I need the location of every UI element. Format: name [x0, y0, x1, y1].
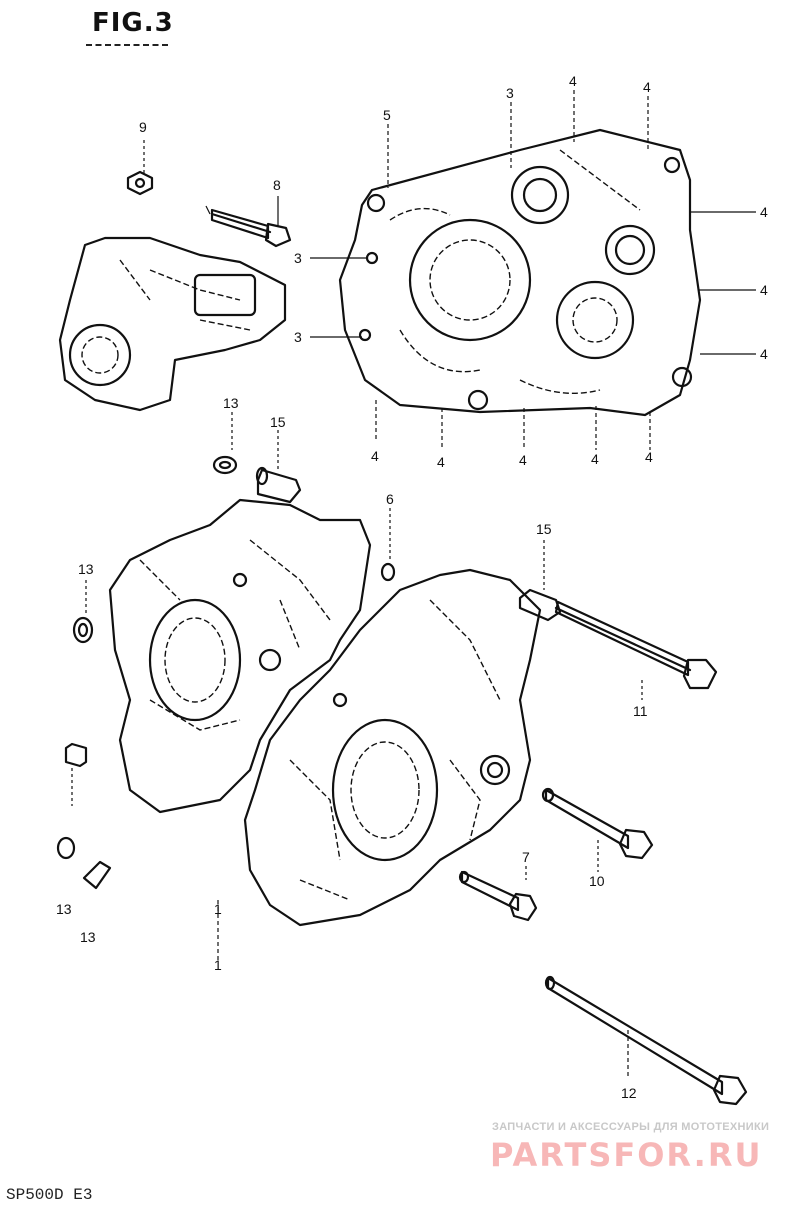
- figure-footer-code: SP500D E3: [6, 1186, 93, 1204]
- oil-seal-part-13-upper: [212, 455, 238, 475]
- bolt-part-7: [458, 870, 538, 922]
- watermark-subtitle: ЗАПЧАСТИ И АКСЕССУАРЫ ДЛЯ МОТОТЕХНИКИ: [492, 1121, 770, 1133]
- callout-3-top: 3: [506, 85, 514, 101]
- nut-part-9: [126, 170, 154, 196]
- callout-13-upper: 13: [223, 395, 239, 411]
- washer-part-lower-left-2: [82, 860, 112, 890]
- bolt-part-12: [544, 975, 748, 1106]
- callout-4-bottom-1: 4: [371, 448, 379, 464]
- callout-5: 5: [383, 107, 391, 123]
- callout-1-lower: 1: [214, 957, 222, 973]
- callout-4-right-3: 4: [760, 346, 768, 362]
- callout-4-top-a: 4: [569, 73, 577, 89]
- watermark-logo: PARTSFOR.RU: [490, 1136, 763, 1174]
- callout-8: 8: [273, 177, 281, 193]
- callout-12: 12: [621, 1085, 637, 1101]
- callout-11: 11: [633, 703, 648, 719]
- callout-13-left: 13: [78, 561, 94, 577]
- bolt-part-10: [541, 787, 654, 860]
- callout-4-right-2: 4: [760, 282, 768, 298]
- callout-13-lower-2: 13: [80, 929, 96, 945]
- callout-15-right: 15: [536, 521, 552, 537]
- callout-15-upper: 15: [270, 414, 286, 430]
- washer-part-lower-left-1: [56, 836, 76, 860]
- dowel-pin-part-lower-left: [64, 742, 88, 768]
- crankcase-right-half: [243, 568, 542, 927]
- callout-labels: 9 8 5 3 4 4 4 3 4 3 4 4 4 4 4 4 13 15 6 …: [56, 73, 768, 1101]
- callout-4-bottom-5: 4: [645, 449, 653, 465]
- callout-7: 7: [522, 849, 530, 865]
- bolt-part-11: [554, 600, 718, 690]
- callout-4-bottom-4: 4: [591, 451, 599, 467]
- figure-title: FIG.3: [92, 8, 174, 38]
- oil-seal-part-13-left: [72, 616, 94, 644]
- callout-1-upper: 1: [214, 901, 222, 917]
- dowel-pin-part-15-upper: [255, 466, 302, 504]
- crankcase-cover-left: [58, 236, 287, 412]
- crankcase-cover-right: [338, 128, 702, 417]
- callout-9: 9: [139, 119, 147, 135]
- callout-10: 10: [589, 873, 605, 889]
- callout-3-left-2: 3: [294, 329, 302, 345]
- bolt-part-8: [205, 205, 292, 248]
- callout-4-top-b: 4: [643, 79, 651, 95]
- leader-lines: [71, 90, 756, 1078]
- callout-4-right-1: 4: [760, 204, 768, 220]
- crankcase-left-half: [108, 498, 372, 814]
- callout-4-bottom-2: 4: [437, 454, 445, 470]
- callout-13-lower-1: 13: [56, 901, 72, 917]
- figure-title-underline: [86, 44, 168, 46]
- callout-3-left-1: 3: [294, 250, 302, 266]
- dowel-pin-part-15-right: [518, 588, 562, 622]
- callout-4-bottom-3: 4: [519, 452, 527, 468]
- callout-6: 6: [386, 491, 394, 507]
- o-ring-part-6: [380, 562, 396, 582]
